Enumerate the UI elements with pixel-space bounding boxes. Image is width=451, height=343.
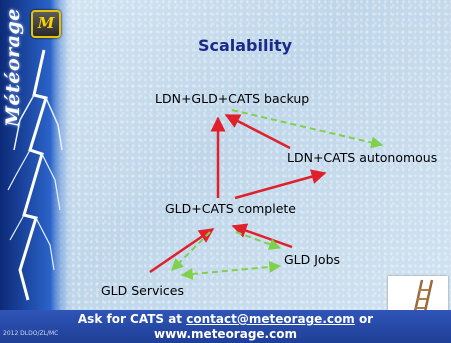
dashed-arrow-services-jobs — [180, 261, 282, 280]
slide-title: Scalability — [197, 36, 293, 55]
footer-suffix: or — [358, 312, 374, 326]
contact-email-link[interactable]: contact@meteorage.com — [186, 312, 355, 326]
dashed-arrow-complete-jobs — [235, 231, 282, 250]
node-ldn-gld-cats-backup: LDN+GLD+CATS backup — [155, 91, 310, 106]
meteorage-logo: M — [31, 10, 61, 38]
footer-banner: Ask for CATS at contact@meteorage.com or… — [0, 310, 451, 343]
node-gld-services: GLD Services — [101, 283, 184, 298]
arrow-autonomous-to-backup — [224, 113, 291, 150]
node-gld-cats-complete: GLD+CATS complete — [165, 201, 296, 216]
copyright-text: 2012 DLDO/ZL/MC — [3, 330, 59, 337]
dashed-arrow-backup-autonomous — [231, 109, 384, 149]
arrow-complete-to-autonomous — [234, 169, 327, 200]
footer-contact-line: Ask for CATS at contact@meteorage.com or — [0, 312, 451, 326]
dashed-arrow-complete-services — [171, 231, 211, 271]
website-link[interactable]: www.meteorage.com — [154, 327, 297, 341]
node-gld-jobs: GLD Jobs — [284, 252, 341, 267]
logo-letter: M — [37, 14, 55, 32]
arrow-jobs-to-complete — [231, 223, 293, 249]
lightning-background — [0, 0, 72, 310]
footer-prefix: Ask for CATS at — [77, 312, 183, 326]
scalability-diagram — [149, 109, 384, 280]
node-ldn-cats-autonomous: LDN+CATS autonomous — [287, 150, 438, 165]
arrow-services-to-complete — [149, 227, 215, 274]
